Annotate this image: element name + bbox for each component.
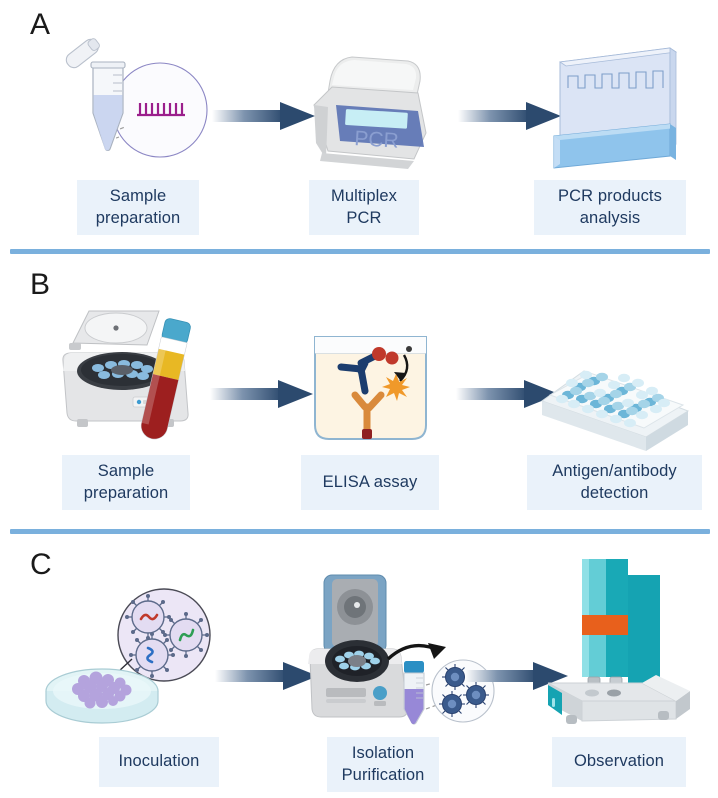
substrate-starburst-icon: [382, 374, 410, 401]
arrow-b2: [456, 378, 561, 410]
panel-c-step-2-graphic: [300, 573, 495, 725]
panel-a-step-3-label: PCR products analysis: [534, 180, 686, 235]
panel-b-step-1-graphic: [55, 305, 210, 450]
panel-b-step-2-label: ELISA assay: [301, 455, 439, 510]
microcentrifuge-tube-with-dna-magnifier-icon: [65, 38, 208, 158]
panel-divider-2: [10, 529, 710, 534]
panel-divider-1: [10, 249, 710, 254]
arrow-c2: [465, 660, 570, 692]
panel-c-step-2-label: Isolation Purification: [327, 737, 439, 792]
panel-b: B: [0, 255, 718, 530]
panel-c: C: [0, 535, 718, 798]
gel-electrophoresis-tank-icon: [553, 47, 678, 169]
panel-a-step-1-graphic: [45, 25, 225, 175]
panel-a-step-2-label: Multiplex PCR: [309, 180, 419, 235]
panel-c-step-3-graphic: [530, 553, 700, 725]
arrow-b1: [210, 378, 315, 410]
dna-primer-motif: [137, 103, 185, 117]
centrifuge-with-blood-tube-icon: [62, 310, 191, 440]
panel-b-step-3-label: Antigen/antibody detection: [527, 455, 702, 510]
panel-b-step-2-graphic: [303, 333, 438, 445]
arrow-c1: [215, 660, 320, 692]
panel-c-step-1-graphic: [40, 587, 225, 724]
arrow-a1: [212, 100, 317, 132]
96-well-microplate-icon: [540, 370, 690, 451]
virus-particles: [125, 594, 209, 678]
arrow-a2: [458, 100, 563, 132]
elisa-well-antibody-icon: [314, 336, 427, 440]
panel-a-step-2-graphic: PCR: [300, 45, 440, 175]
panel-a: A: [0, 0, 718, 250]
panel-c-letter: C: [30, 548, 52, 581]
panel-a-step-1-label: Sample preparation: [77, 180, 199, 235]
panel-a-step-3-graphic: [530, 40, 690, 180]
panel-a-letter: A: [30, 8, 51, 41]
panel-c-step-1-label: Inoculation: [99, 737, 219, 787]
panel-b-step-3-graphic: [528, 325, 703, 451]
microcentrifuge-with-tube-and-virus-magnifier-icon: [308, 574, 495, 725]
petri-dish-with-virus-magnifier-icon: [45, 588, 211, 724]
pcr-thermocycler-icon: PCR: [313, 56, 427, 169]
panel-c-step-3-label: Observation: [552, 737, 686, 787]
panel-b-letter: B: [30, 268, 51, 301]
microplate-wells: [556, 370, 670, 428]
pcr-screen-text: PCR: [354, 127, 400, 153]
bacterial-colonies: [72, 671, 132, 709]
panel-b-step-1-label: Sample preparation: [62, 455, 190, 510]
inverted-microscope-icon: [547, 559, 690, 724]
purified-virus-particles: [439, 664, 489, 717]
